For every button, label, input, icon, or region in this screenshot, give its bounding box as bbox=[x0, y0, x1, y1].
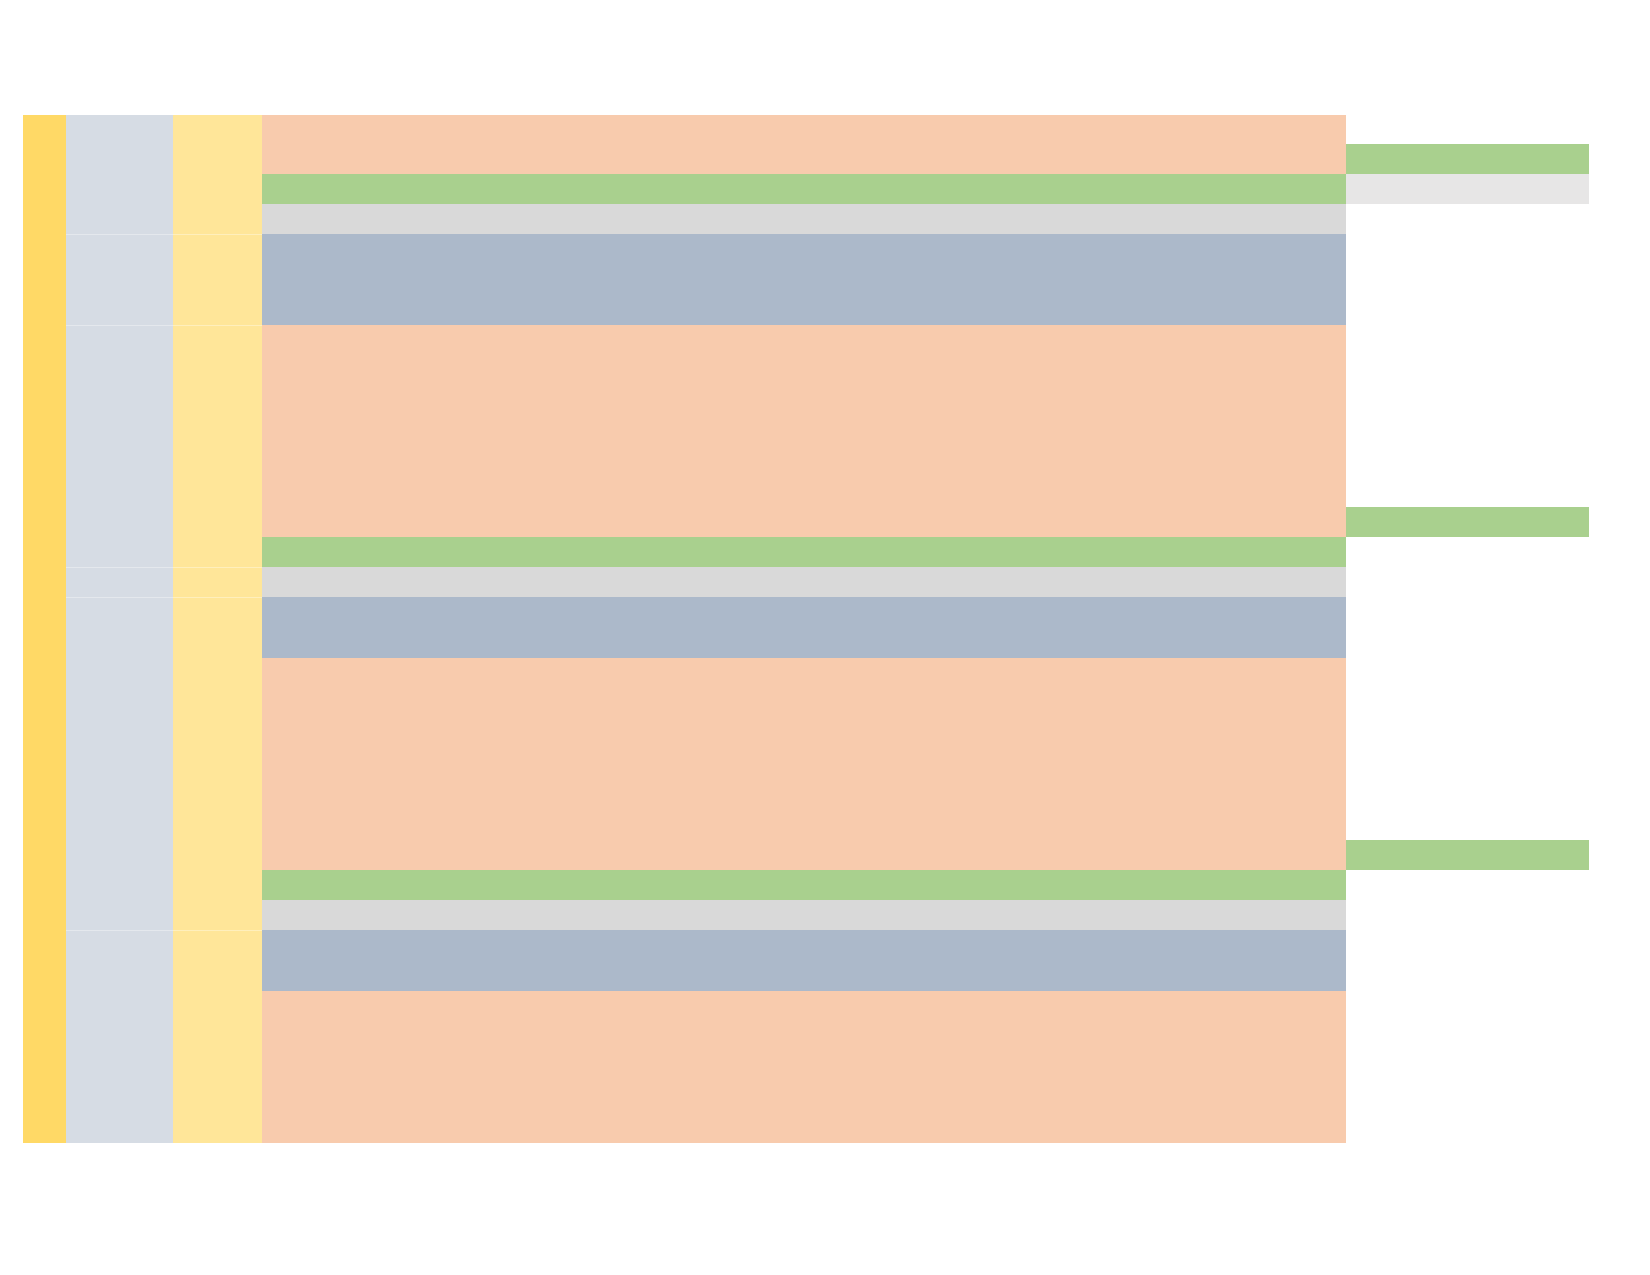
gray-row-3 bbox=[262, 900, 1346, 930]
side-gray-row-1 bbox=[1346, 174, 1589, 204]
blue-block-3 bbox=[262, 930, 1346, 991]
body-block-3 bbox=[262, 991, 1346, 1143]
green-row-2 bbox=[262, 537, 1346, 567]
row-separator bbox=[66, 930, 262, 931]
row-separator bbox=[66, 234, 262, 235]
row-separator bbox=[66, 567, 262, 568]
blue-block-1 bbox=[262, 234, 1346, 325]
green-row-3 bbox=[262, 870, 1346, 900]
column-c bbox=[173, 115, 262, 1143]
body-block-2 bbox=[262, 658, 1346, 870]
header-band bbox=[262, 115, 1346, 174]
body-block-1 bbox=[262, 325, 1346, 537]
side-green-row-2 bbox=[1346, 507, 1589, 537]
side-green-row-3 bbox=[1346, 840, 1589, 870]
column-b bbox=[66, 115, 173, 1143]
blue-block-2 bbox=[262, 597, 1346, 658]
column-a bbox=[23, 115, 66, 1143]
green-row-1 bbox=[262, 174, 1346, 204]
row-separator bbox=[66, 325, 262, 326]
side-green-row-1 bbox=[1346, 144, 1589, 174]
row-separator bbox=[66, 597, 262, 598]
gray-row-1 bbox=[262, 204, 1346, 234]
gray-row-2 bbox=[262, 567, 1346, 597]
